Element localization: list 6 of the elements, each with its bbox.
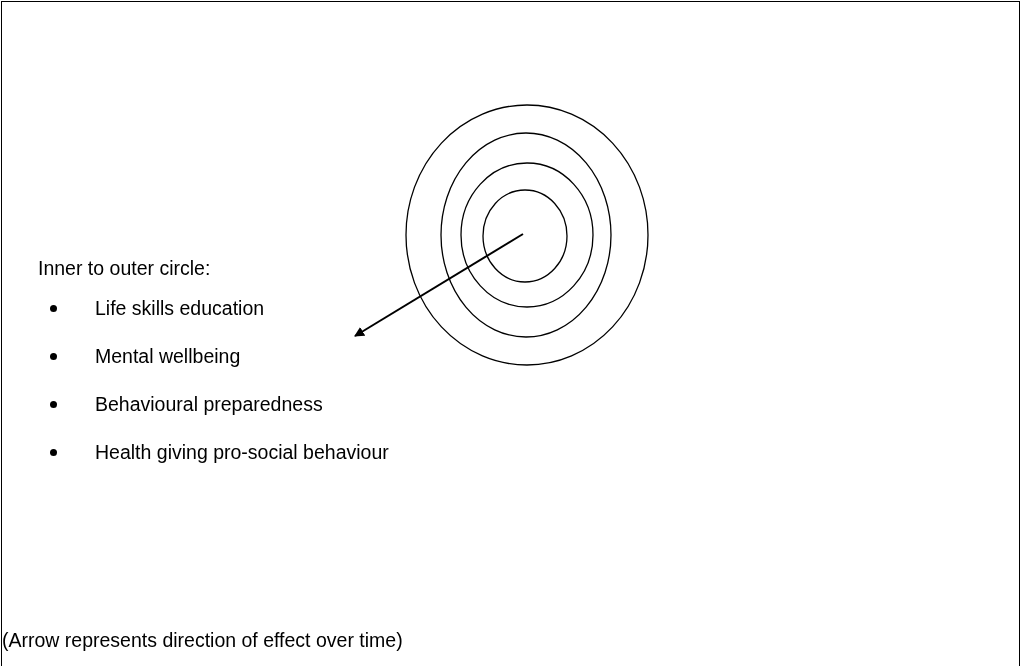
- bullet-item: Health giving pro-social behaviour: [95, 440, 389, 464]
- bullet-item: Behavioural preparedness: [95, 392, 323, 416]
- list-heading: Inner to outer circle:: [38, 256, 211, 280]
- note-text: (Arrow represents direction of effect over time): [2, 628, 403, 652]
- bullet-item: Mental wellbeing: [95, 344, 241, 368]
- bullet-item: Life skills education: [95, 296, 265, 320]
